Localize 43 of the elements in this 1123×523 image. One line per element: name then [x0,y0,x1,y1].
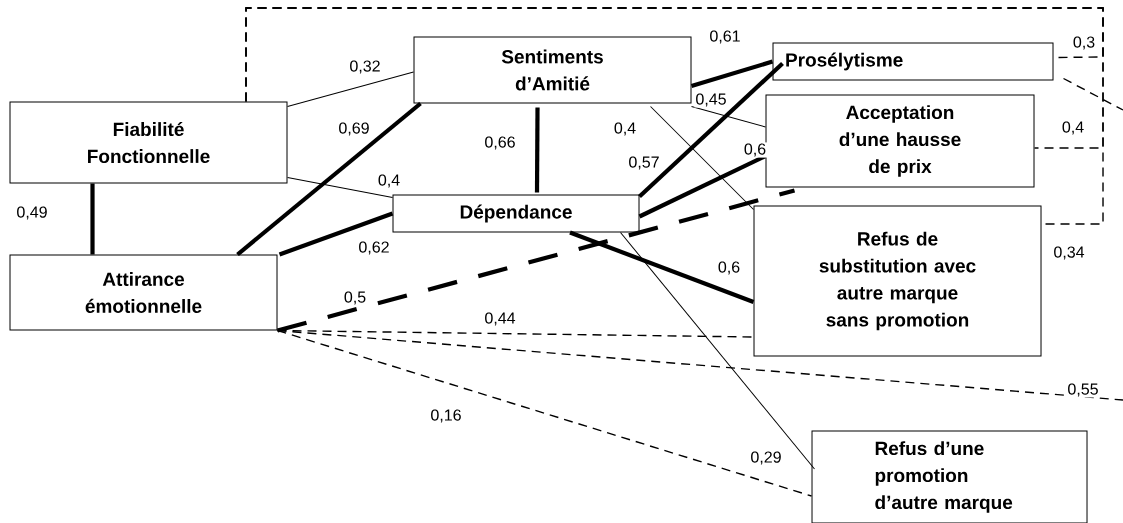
coefficient-label: 0,57 [627,155,661,171]
path-line [278,211,394,257]
coefficient-label: 0,16 [429,408,463,424]
path-line [236,101,422,257]
construct-box: Acceptation d’une hausse de prix [765,94,1035,188]
coefficient-label: 0,69 [337,121,371,137]
coefficient-label: 0,66 [483,135,517,151]
coefficient-label: 0,5 [342,290,368,306]
path-line [620,232,815,470]
coefficient-label: 0,44 [483,311,517,327]
coefficient-label: 0,32 [348,59,382,75]
construct-box: Attirance émotionnelle [9,254,278,331]
construct-box: Fiabilité Fonctionnelle [9,101,288,184]
path-line [534,107,540,193]
coefficient-label: 0,49 [15,205,49,221]
coefficient-label: 0,6 [742,142,768,158]
path-line [1062,77,1123,111]
path-line [650,106,754,210]
coefficient-label: 0,45 [694,92,728,108]
construct-box: Refus d’une promotion d’autre marque [811,430,1088,523]
coefficient-label: 0,55 [1066,382,1100,398]
coefficient-label: 0,4 [376,173,402,189]
path-line [690,59,774,88]
coefficient-label: 0,61 [708,29,742,45]
path-line [569,230,755,304]
coefficient-label: 0,34 [1052,245,1086,261]
construct-box: Refus de substitution avec autre marque sans promotion [753,205,1042,357]
coefficient-label: 0,3 [1071,35,1097,51]
construct-box: Sentiments d’Amitié [413,36,692,104]
coefficient-label: 0,6 [716,260,742,276]
path-line [276,329,813,497]
path-line [638,61,784,199]
path-line [287,177,393,198]
coefficient-label: 0,62 [357,240,391,256]
path-line [287,71,414,107]
coefficient-label: 0,29 [749,450,783,466]
coefficient-label: 0,4 [1060,120,1086,136]
construct-box: Prosélytisme [772,42,1054,81]
construct-box: Dépendance [392,194,640,233]
path-line [90,183,95,255]
path-line [245,7,1104,225]
path-line [691,106,766,128]
coefficient-label: 0,4 [612,121,638,137]
